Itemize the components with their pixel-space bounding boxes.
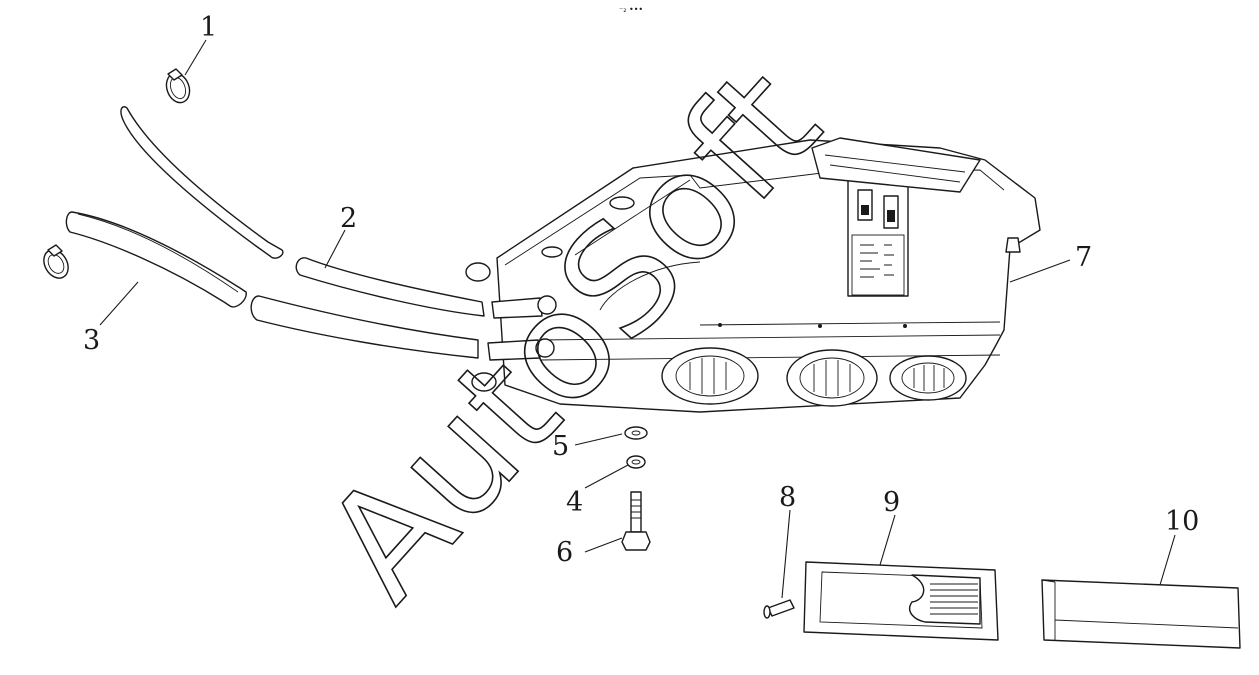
callout-7: 7: [1075, 242, 1092, 273]
part-3-hose: [65, 211, 247, 308]
callout-1: 1: [200, 12, 217, 43]
part-1-hose-clamp-left: [43, 244, 69, 279]
part-1-hose-clamp: [165, 68, 191, 104]
part-2-hose: [120, 106, 485, 359]
part-5-flat-washer: [624, 426, 648, 440]
callout-6: 6: [556, 537, 573, 568]
top-note: ⁻₂ •••: [619, 5, 643, 14]
leader-lines: [99, 39, 1176, 599]
part-9-grille-panel: [803, 561, 999, 641]
part-7-heater-unit: [465, 137, 1041, 413]
callout-9: 9: [883, 487, 900, 518]
callout-2: 2: [340, 203, 357, 234]
callout-8: 8: [779, 482, 796, 513]
part-8-screw: [763, 599, 795, 619]
part-10-filter: [1041, 579, 1241, 649]
part-4-spring-washer: [626, 455, 646, 469]
callout-4: 4: [566, 487, 583, 518]
part-6-bolt: [621, 491, 651, 551]
callout-3: 3: [83, 325, 100, 356]
callout-5: 5: [552, 431, 569, 462]
callout-10: 10: [1165, 506, 1199, 537]
